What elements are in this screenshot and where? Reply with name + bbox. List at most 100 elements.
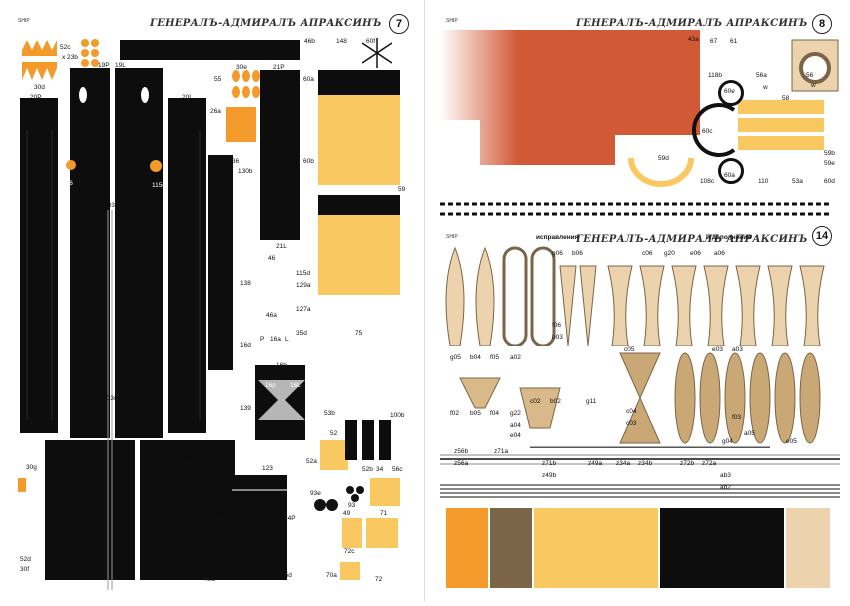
part-label: 60a bbox=[303, 76, 314, 83]
hull-bottom-right bbox=[140, 440, 235, 580]
part-label: z71b bbox=[542, 460, 557, 467]
page-number: 7 bbox=[389, 14, 409, 34]
part-label: 25d bbox=[281, 572, 292, 579]
part-label: 52a bbox=[306, 458, 317, 465]
chip-56c bbox=[370, 478, 400, 506]
sheet-page-8: SHIP ГЕНЕРАЛЪ-АДМИРАЛЪ АПРАКСИНЪ 8 43a 6… bbox=[426, 0, 850, 190]
part-label: 16a bbox=[270, 336, 281, 343]
part-label: z49a bbox=[588, 460, 603, 467]
part-label: 34 bbox=[376, 466, 384, 473]
part-label: 100b bbox=[390, 412, 405, 419]
part-label: a05 bbox=[744, 430, 755, 437]
part-label: 139 bbox=[240, 405, 251, 412]
part-label: ab3 bbox=[720, 472, 731, 479]
part-label: e03 bbox=[712, 346, 723, 353]
superstructure-21p bbox=[260, 70, 300, 240]
part-label: x 23b bbox=[62, 54, 78, 61]
part-label: b02 bbox=[550, 398, 561, 405]
part-label: 52 bbox=[330, 430, 338, 437]
hull-bottom-left bbox=[45, 440, 135, 580]
black-arc-60c bbox=[684, 100, 744, 160]
part-label: 16L bbox=[290, 382, 301, 389]
part-label: 56 bbox=[806, 72, 814, 79]
part-label: 52c bbox=[60, 44, 71, 51]
part-100b-c bbox=[379, 420, 391, 460]
boat-parts bbox=[440, 246, 840, 348]
swatch-yellow bbox=[534, 508, 658, 588]
part-label: 130b bbox=[238, 168, 253, 175]
part-label: 56a bbox=[756, 72, 767, 79]
part-label: 60c bbox=[702, 128, 713, 135]
part-label: w bbox=[763, 84, 768, 91]
part-label: 60e bbox=[724, 88, 735, 95]
deck-strip-top bbox=[120, 40, 300, 60]
part-label: c02 bbox=[530, 398, 541, 405]
chip-52 bbox=[320, 440, 348, 470]
part-label: z71a bbox=[494, 448, 509, 455]
cross-60f-icon bbox=[361, 38, 393, 68]
part-label: z72a bbox=[702, 460, 717, 467]
part-label: z72b bbox=[680, 460, 695, 467]
part-label: 35d bbox=[296, 330, 307, 337]
part-label: f06 bbox=[552, 322, 562, 329]
part-label: 46 bbox=[268, 255, 276, 262]
part-label: a06 bbox=[714, 250, 725, 257]
part-label: 43a bbox=[688, 36, 699, 43]
part-label: z34b bbox=[638, 460, 653, 467]
part-label: 93e bbox=[310, 490, 321, 497]
page-number: 8 bbox=[812, 14, 832, 34]
part-label: 138 bbox=[240, 280, 251, 287]
part-label: 30g bbox=[26, 464, 37, 471]
part-label: 21P bbox=[273, 64, 285, 71]
yellow-panel-59-top bbox=[318, 95, 400, 185]
heading-additions: и дополнения bbox=[706, 234, 752, 241]
part-label: b06 bbox=[572, 250, 583, 257]
part-label: f02 bbox=[450, 410, 460, 417]
part-label: 127a bbox=[296, 306, 311, 313]
part-label: z49b bbox=[542, 472, 557, 479]
part-label: 16p bbox=[265, 382, 276, 389]
part-label: 70a bbox=[326, 572, 337, 579]
yellow-strip-58-c bbox=[738, 136, 824, 150]
part-label: c06 bbox=[642, 250, 653, 257]
part-label: a04 bbox=[510, 422, 521, 429]
swatch-orange bbox=[446, 508, 488, 588]
part-label: 56c bbox=[392, 466, 403, 473]
part-label: 40a bbox=[204, 576, 215, 583]
part-label: 146 bbox=[62, 180, 73, 187]
part-label: 30e bbox=[236, 64, 247, 71]
rust-hull-panel bbox=[440, 30, 700, 170]
orange-block-26a bbox=[226, 107, 256, 142]
part-label: 20L bbox=[182, 94, 193, 101]
ship-logo-icon: SHIP bbox=[446, 234, 458, 240]
part-label: P bbox=[260, 336, 265, 343]
sheet-title: ГЕНЕРАЛЪ-АДМИРАЛЪ АПРАКСИНЪ bbox=[150, 18, 382, 29]
part-label: 21L bbox=[276, 243, 287, 250]
part-label: g04 bbox=[722, 438, 733, 445]
ship-logo-icon: SHIP bbox=[18, 18, 30, 24]
chip-71 bbox=[366, 518, 398, 548]
swatch-black bbox=[660, 508, 784, 588]
part-label: 129a bbox=[296, 282, 311, 289]
yellow-strip-58-b bbox=[738, 118, 824, 132]
part-label: 46b bbox=[304, 38, 315, 45]
part-label: 44P bbox=[284, 515, 296, 522]
part-label: e04 bbox=[510, 432, 521, 439]
hull-strip-19p bbox=[70, 68, 110, 438]
part-label: 60f bbox=[366, 38, 376, 45]
lattice-parts bbox=[440, 348, 840, 450]
sheet-page-7: SHIP ГЕНЕРАЛЪ-АДМИРАЛЪ АПРАКСИНЪ 7 bbox=[0, 0, 425, 601]
part-label: 19P bbox=[98, 62, 110, 69]
yellow-strip-58-a bbox=[738, 100, 824, 114]
sheet-title: ГЕНЕРАЛЪ-АДМИРАЛЪ АПРАКСИНЪ bbox=[576, 18, 808, 29]
part-label: 30f bbox=[20, 566, 30, 573]
part-label: g20 bbox=[664, 250, 675, 257]
yellow-panel-59-bottom bbox=[318, 215, 400, 295]
page-number: 14 bbox=[812, 226, 832, 246]
part-label: f04 bbox=[490, 410, 500, 417]
part-label: c04 bbox=[626, 408, 637, 415]
part-label: 42 bbox=[120, 52, 128, 59]
black-band-59-top bbox=[318, 70, 400, 95]
striped-bars bbox=[440, 450, 840, 500]
part-label: 20P bbox=[30, 94, 42, 101]
